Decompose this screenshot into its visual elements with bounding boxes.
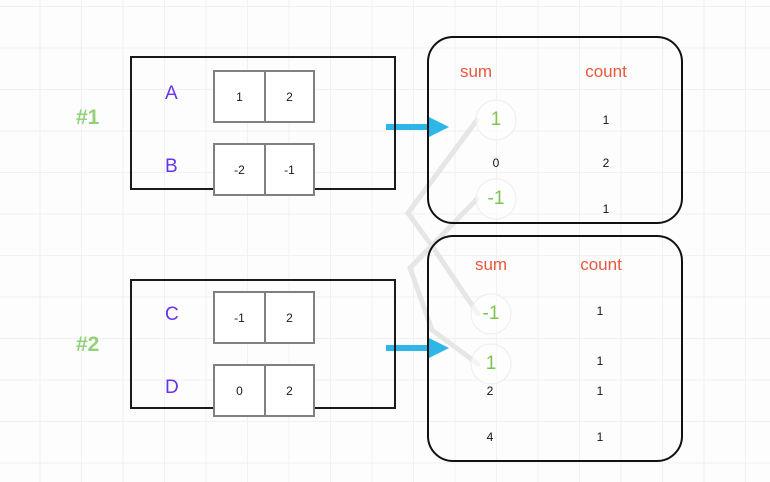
panel-bottom-header-count: count [580,255,622,274]
panel-bottom-sum-3: 4 [486,430,494,444]
matrix-block-1: A 1 2 B -2 -1 [130,56,396,196]
cell-c-0: -1 [234,310,245,325]
cell-pair-a: 1 2 [213,70,315,123]
cell-a-1: 2 [264,72,313,121]
arrow-block2-to-panel-bottom [386,337,449,359]
row-label-b: B [165,156,178,177]
row-label-c: C [165,304,179,325]
panel-top-header-sum: sum [459,62,493,81]
group-tag-1: #1 [76,106,100,129]
wire-top-minus-one-to-bottom-minus-one [407,196,481,367]
panel-top-count-0: 1 [602,113,610,127]
panel-bottom-count-2: 1 [596,384,604,398]
cell-c-1: 2 [264,293,313,342]
panel-top-highlight-circle-2 [475,178,517,220]
cell-a-0: 1 [236,89,243,104]
panel-top-sum-2: -1 [487,188,505,209]
cell-b-0: -2 [234,162,245,177]
aggregate-panel-top [427,36,683,224]
panel-bottom-highlight-circle-2 [470,343,512,385]
panel-top-header-count: count [585,62,627,81]
panel-bottom-count-0: 1 [596,304,604,318]
cell-pair-d: 0 2 [213,364,315,417]
panel-bottom-count-1: 1 [596,354,604,368]
group-tag-2: #2 [76,333,100,356]
panel-top-count-1: 2 [602,156,610,170]
aggregate-panel-bottom [427,235,683,462]
cell-d-0: 0 [236,383,243,398]
row-label-d: D [165,377,179,398]
panel-bottom-sum-1: 1 [485,353,497,374]
panel-bottom-sum-2: 2 [486,384,494,398]
panel-top-sum-0: 1 [490,109,502,130]
arrow-block1-to-panel-top [386,116,449,138]
cell-pair-c: -1 2 [213,291,315,344]
cell-pair-b: -2 -1 [213,143,315,196]
cell-d-1: 2 [264,366,313,415]
panel-top-highlight-circle-1 [475,99,517,141]
panel-top-sum-1: 0 [492,156,500,170]
wire-top-one-to-bottom-one [404,117,481,317]
panel-bottom-sum-0: -1 [482,303,500,324]
panel-top-count-2: 1 [602,202,610,216]
row-label-a: A [165,83,178,104]
matrix-block-2: C -1 2 D 0 2 [130,279,396,417]
panel-bottom-count-3: 1 [596,430,604,444]
panel-bottom-header-sum: sum [474,255,508,274]
panel-bottom-highlight-circle-1 [470,293,512,335]
cell-b-1: -1 [264,145,313,194]
